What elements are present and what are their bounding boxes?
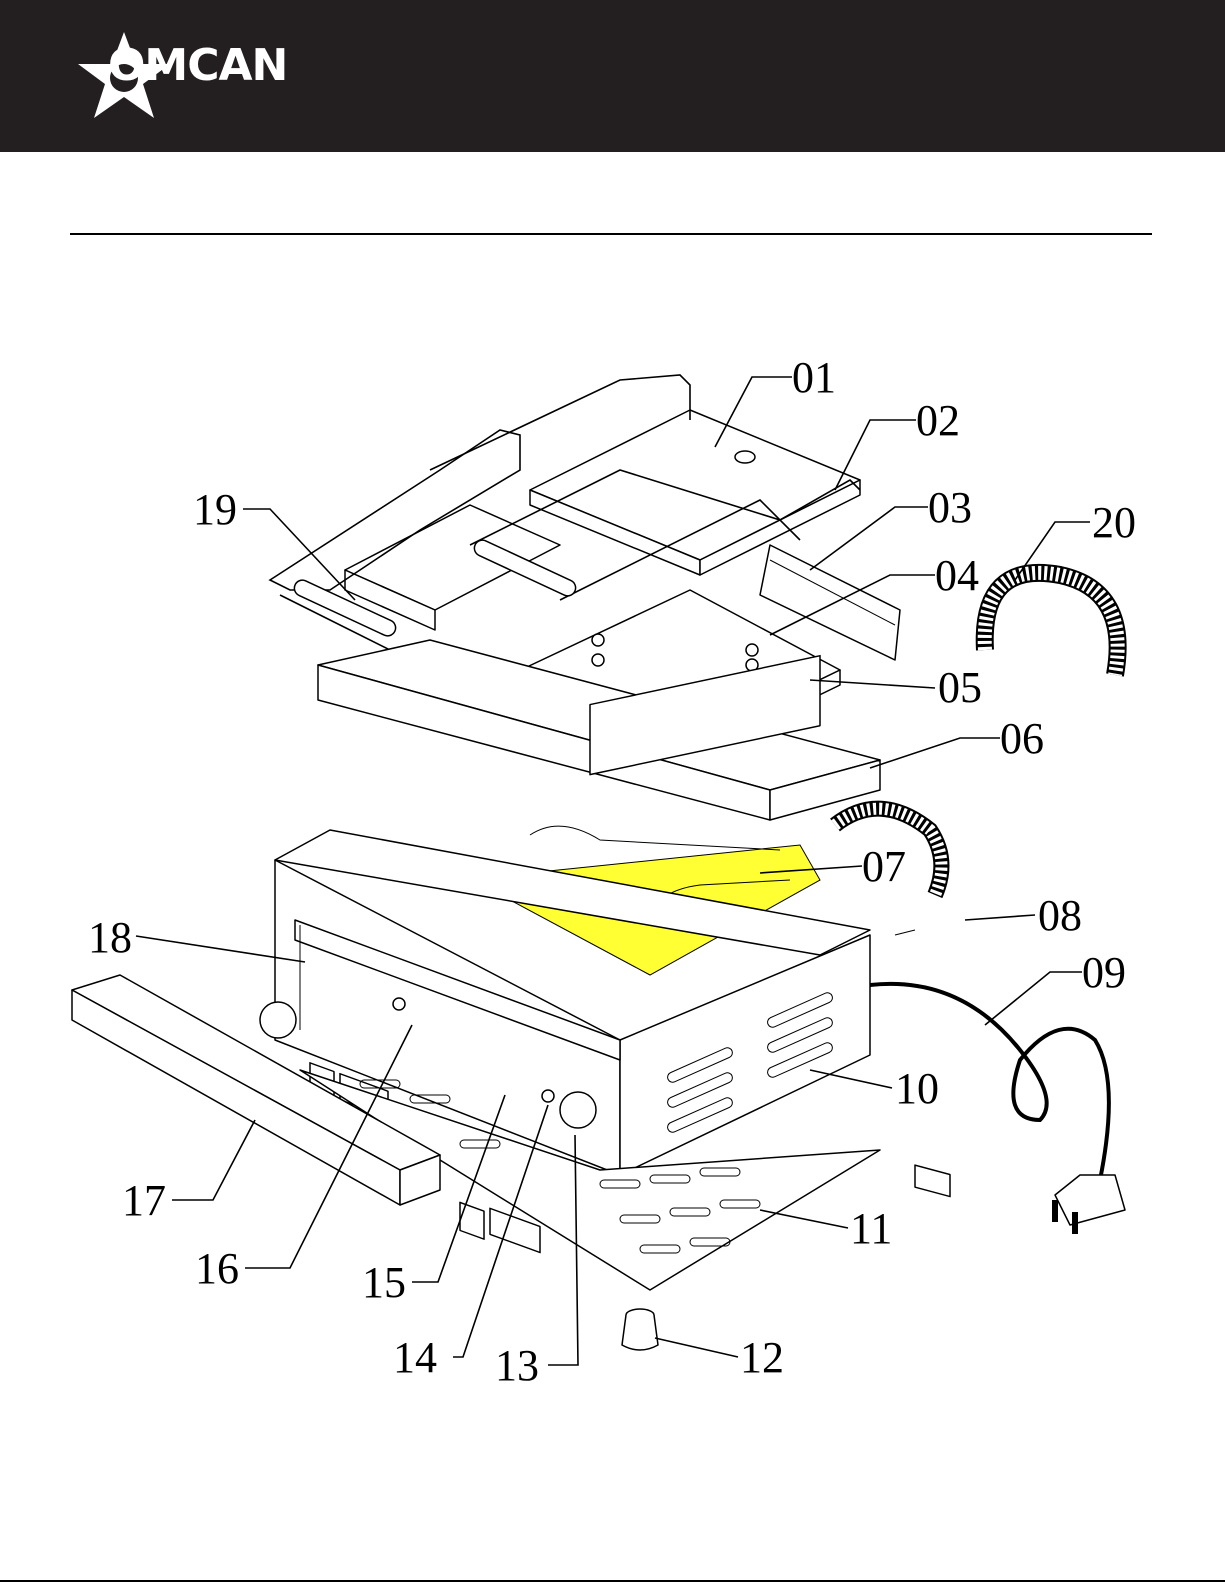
callout-08: 08 [1038,891,1082,940]
callout-10: 10 [895,1064,939,1113]
callout-16: 16 [195,1244,239,1293]
upper-plate-right [530,410,860,575]
callout-15: 15 [362,1258,406,1307]
callout-02: 02 [916,396,960,445]
footer-divider [0,1580,1225,1582]
callout-18: 18 [88,913,132,962]
callout-14: 14 [393,1333,437,1382]
callout-04: 04 [935,551,979,600]
callout-20: 20 [1092,498,1136,547]
callout-01: 01 [792,353,836,402]
callout-13: 13 [495,1341,539,1390]
callout-11: 11 [850,1204,892,1253]
rubber-foot [622,1309,658,1350]
callout-06: 06 [1000,714,1044,763]
callout-09: 09 [1082,948,1126,997]
callout-19: 19 [193,485,237,534]
callout-05: 05 [938,663,982,712]
callout-07: 07 [862,842,906,891]
callout-17: 17 [122,1176,166,1225]
callout-12: 12 [740,1333,784,1382]
callout-03: 03 [928,483,972,532]
